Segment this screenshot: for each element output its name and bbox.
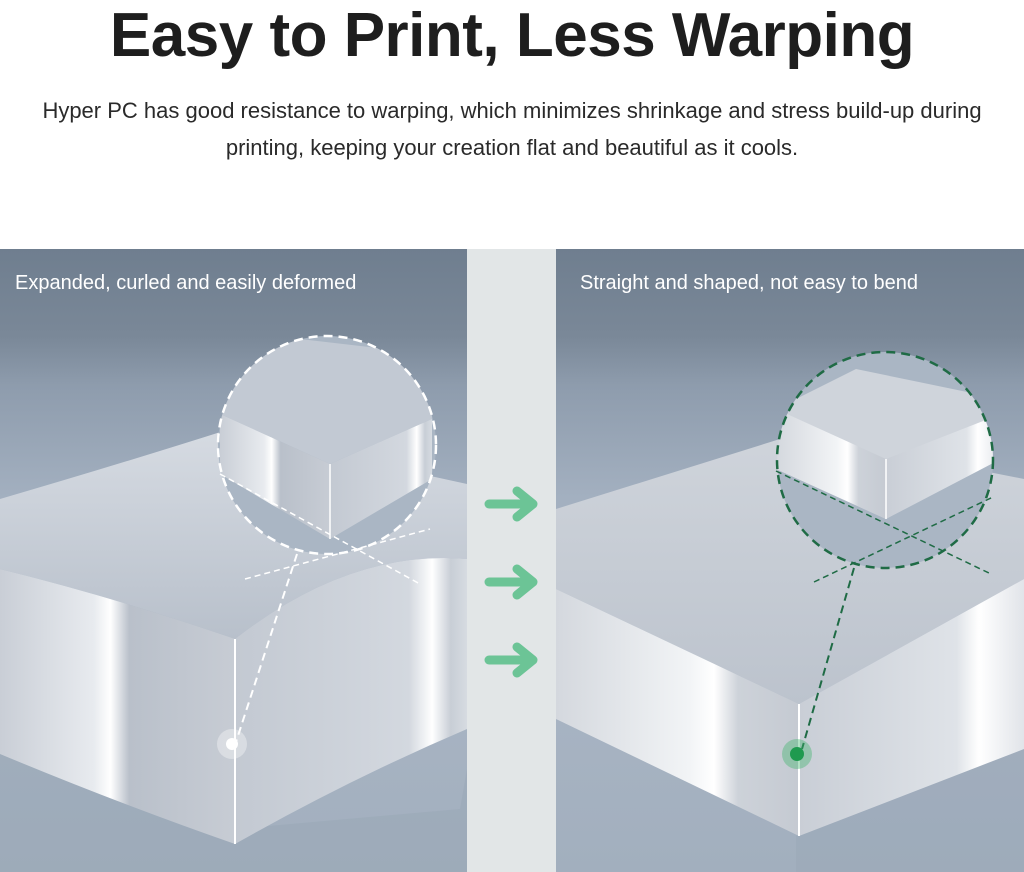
flat-label: Straight and shaped, not easy to bend <box>580 272 919 294</box>
arrow-right-icon <box>484 486 538 522</box>
comparison-divider <box>467 249 556 872</box>
arrow-right-icon <box>484 564 538 600</box>
flat-comparison-panel: Straight and shaped, not easy to bend <box>556 249 1024 872</box>
magnifier-callout <box>216 334 438 556</box>
arrow-right-icon <box>484 642 538 678</box>
warped-block-illustration <box>0 334 467 872</box>
page-subtitle: Hyper PC has good resistance to warping,… <box>42 98 982 160</box>
warped-label: Expanded, curled and easily deformed <box>15 272 357 294</box>
flat-marker-dot <box>790 747 804 761</box>
warped-comparison-panel: Expanded, curled and easily deformed <box>0 249 467 872</box>
warp-marker-dot <box>226 738 238 750</box>
flat-block-illustration <box>556 350 1024 872</box>
magnifier-callout <box>775 350 995 570</box>
page-title: Easy to Print, Less Warping <box>109 1 915 70</box>
